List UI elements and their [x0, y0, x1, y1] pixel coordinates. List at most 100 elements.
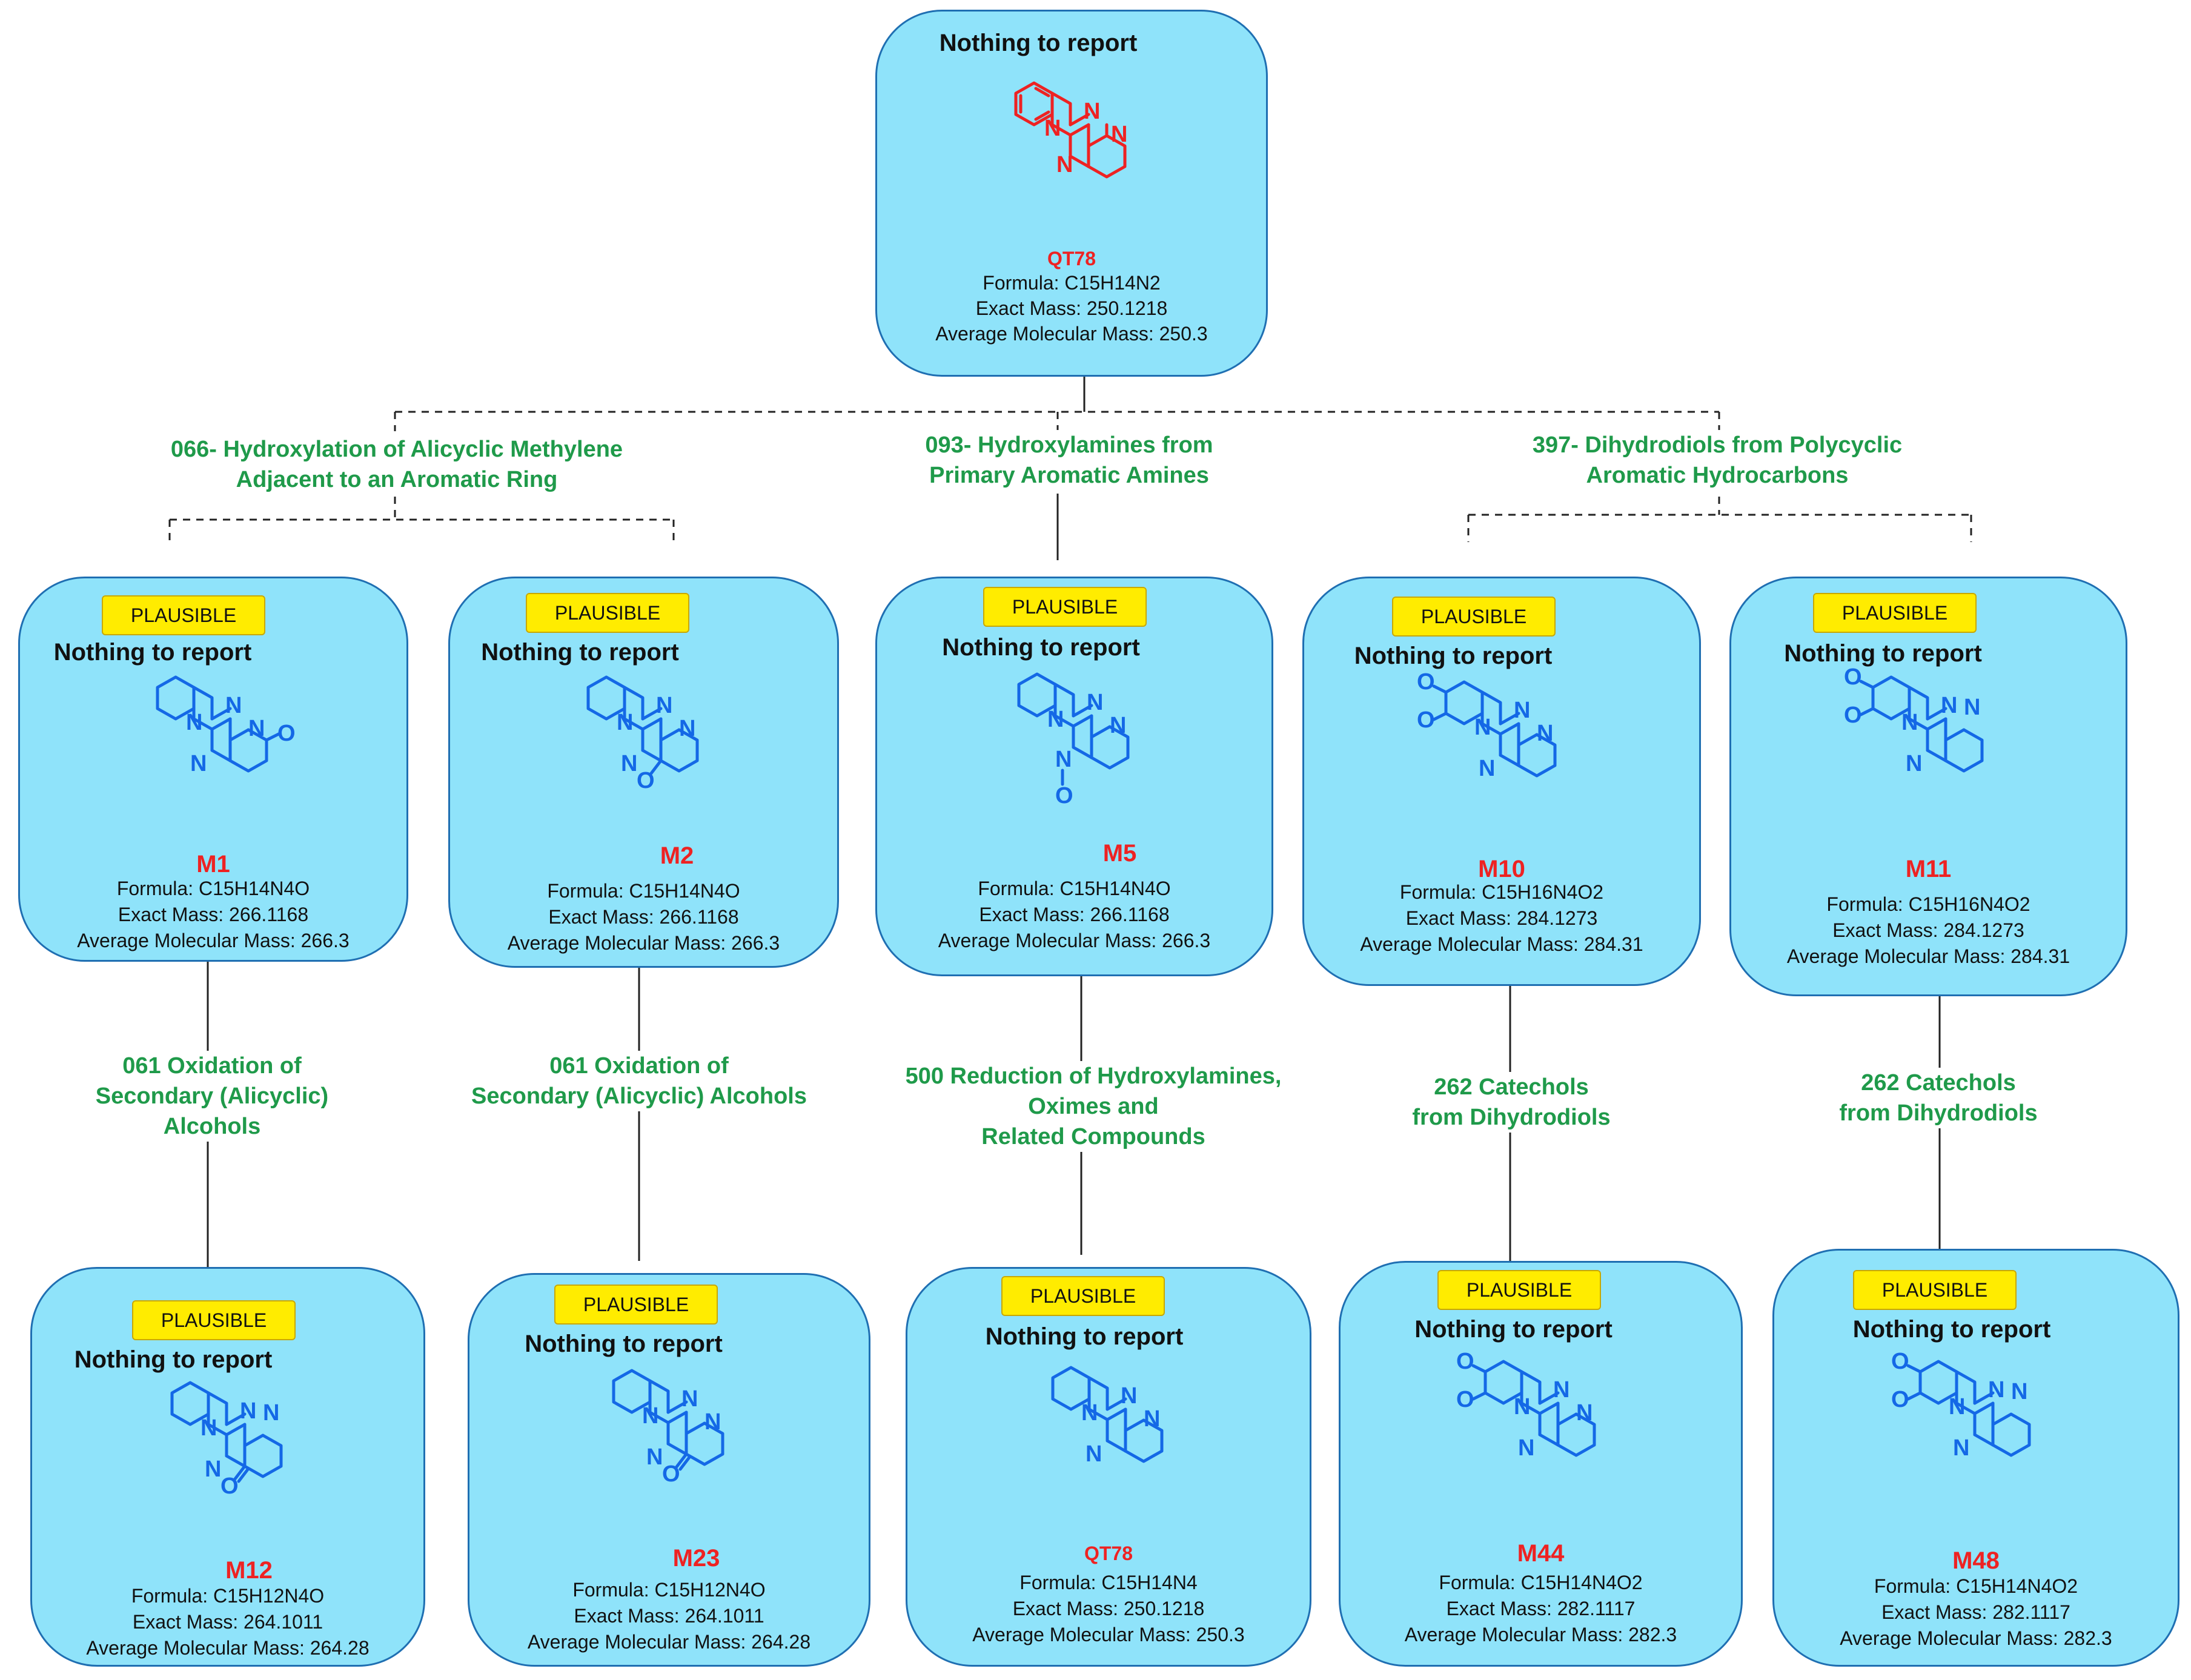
svg-text:N: N [1479, 756, 1495, 781]
svg-text:N: N [646, 1444, 663, 1470]
node-status: Nothing to report [74, 1346, 273, 1373]
node-exact-mass: Exact Mass: 266.1168 [548, 906, 739, 928]
svg-text:N: N [225, 693, 242, 718]
plausible-badge: PLAUSIBLE [102, 595, 265, 635]
svg-text:O: O [1891, 1349, 1909, 1374]
node-status: Nothing to report [1414, 1316, 1613, 1343]
node-formula: Formula: C15H16N4O2 [1826, 893, 2030, 915]
root-node: Nothing to report N N N N QT78 Formula: … [875, 10, 1268, 377]
svg-text:N: N [1474, 715, 1491, 740]
node-status: Nothing to report [985, 1323, 1184, 1350]
svg-text:N: N [1941, 693, 1957, 718]
svg-text:N: N [2011, 1379, 2027, 1404]
qt78-structure: NN NN [1051, 1366, 1164, 1467]
m12-structure: NN NN O [170, 1381, 283, 1499]
node-average-mass: Average Molecular Mass: 284.31 [1360, 933, 1643, 955]
node-status: Nothing to report [942, 634, 1140, 661]
node-exact-mass: Exact Mass: 282.1117 [1881, 1601, 2070, 1623]
node-formula: Formula: C15H14N4O2 [1874, 1575, 2078, 1597]
svg-text:O: O [1417, 669, 1435, 695]
node-compound-id: M12 [225, 1557, 273, 1584]
node-exact-mass: Exact Mass: 266.1168 [118, 904, 309, 925]
reaction-066-label: 066- Hydroxylation of Alicyclic Methylen… [161, 434, 633, 495]
reaction-500-label: 500 Reduction of Hydroxylamines, Oximes … [881, 1061, 1305, 1152]
svg-text:N: N [642, 1403, 658, 1429]
node-compound-id: M10 [1478, 856, 1525, 882]
node-average-mass: Average Molecular Mass: 284.31 [1786, 945, 2070, 967]
node-status: Nothing to report [1784, 640, 1982, 667]
svg-text:N: N [1949, 1394, 1965, 1420]
svg-text:O: O [277, 721, 296, 746]
node-compound-id: M11 [1905, 856, 1952, 882]
svg-text:O: O [1055, 783, 1073, 809]
root-compound-id: QT78 [1047, 248, 1096, 270]
svg-text:N: N [1087, 690, 1103, 715]
node-average-mass: Average Molecular Mass: 282.3 [1840, 1627, 2112, 1649]
svg-text:N: N [1953, 1435, 1969, 1461]
plausible-badge: PLAUSIBLE [1853, 1270, 2017, 1310]
svg-text:N: N [1514, 698, 1530, 723]
svg-text:N: N [1086, 1441, 1102, 1467]
plausible-badge: PLAUSIBLE [1437, 1270, 1601, 1310]
svg-text:O: O [1844, 664, 1862, 690]
svg-text:N: N [190, 751, 207, 776]
svg-text:N: N [1044, 116, 1061, 141]
node-compound-id: M1 [196, 851, 230, 878]
node-status: Nothing to report [1852, 1316, 2051, 1343]
svg-text:N: N [704, 1409, 721, 1435]
svg-text:N: N [1553, 1377, 1569, 1403]
svg-text:O: O [1417, 707, 1435, 733]
plausible-badge: PLAUSIBLE [1813, 593, 1977, 633]
svg-text:N: N [1084, 99, 1100, 124]
svg-text:N: N [1121, 1383, 1137, 1409]
node-exact-mass: Exact Mass: 284.1273 [1832, 919, 2024, 941]
node-compound-id: M48 [1952, 1547, 2000, 1574]
plausible-badge: PLAUSIBLE [554, 1285, 718, 1324]
root-status: Nothing to report [939, 30, 1138, 56]
m48-structure: NN NN OO [1891, 1349, 2031, 1461]
svg-text:N: N [201, 1415, 217, 1441]
node-formula: Formula: C15H12N4O [131, 1585, 325, 1607]
svg-text:O: O [637, 768, 655, 793]
svg-text:O: O [1456, 1349, 1474, 1374]
node-exact-mass: Exact Mass: 284.1273 [1405, 907, 1598, 929]
plausible-badge: PLAUSIBLE [526, 593, 689, 633]
svg-text:O: O [220, 1473, 239, 1499]
svg-text:O: O [1891, 1387, 1909, 1412]
svg-text:O: O [662, 1461, 680, 1487]
node-formula: Formula: C15H14N4O [547, 880, 740, 902]
plausible-badge: PLAUSIBLE [132, 1300, 296, 1340]
svg-text:N: N [617, 710, 633, 735]
svg-text:N: N [1144, 1406, 1160, 1432]
node-formula: Formula: C15H14N4O [978, 878, 1171, 899]
reaction-061a-label: 061 Oxidation of Secondary (Alicyclic) A… [67, 1051, 357, 1142]
svg-text:N: N [1906, 751, 1922, 776]
svg-text:N: N [681, 1386, 698, 1412]
node-exact-mass: Exact Mass: 250.1218 [1012, 1598, 1205, 1619]
m1-structure: NN NN O [156, 675, 296, 776]
reaction-262a-label: 262 Catechols from Dihydrodiols [1390, 1072, 1632, 1133]
node-formula: Formula: C15H14N4O2 [1439, 1572, 1643, 1593]
node-exact-mass: Exact Mass: 282.1117 [1446, 1598, 1636, 1619]
node-compound-id: M44 [1517, 1540, 1565, 1567]
svg-text:O: O [1844, 703, 1862, 728]
plausible-badge: PLAUSIBLE [1392, 597, 1556, 637]
m23-structure: NN NN O [612, 1369, 724, 1487]
svg-text:N: N [1514, 1394, 1530, 1420]
node-average-mass: Average Molecular Mass: 250.3 [972, 1624, 1245, 1645]
node-exact-mass: Exact Mass: 266.1168 [979, 904, 1170, 925]
svg-text:N: N [1055, 747, 1072, 772]
node-exact-mass: Exact Mass: 264.1011 [574, 1605, 764, 1627]
node-formula: Formula: C15H12N4O [572, 1579, 766, 1601]
node-average-mass: Average Molecular Mass: 266.3 [938, 930, 1211, 951]
reaction-397-label: 397- Dihydrodiols from Polycyclic Aromat… [1493, 430, 1941, 491]
svg-text:O: O [1456, 1387, 1474, 1412]
node-formula: Formula: C15H14N4O [116, 878, 310, 899]
parent-structure: N N N N [1014, 81, 1127, 179]
